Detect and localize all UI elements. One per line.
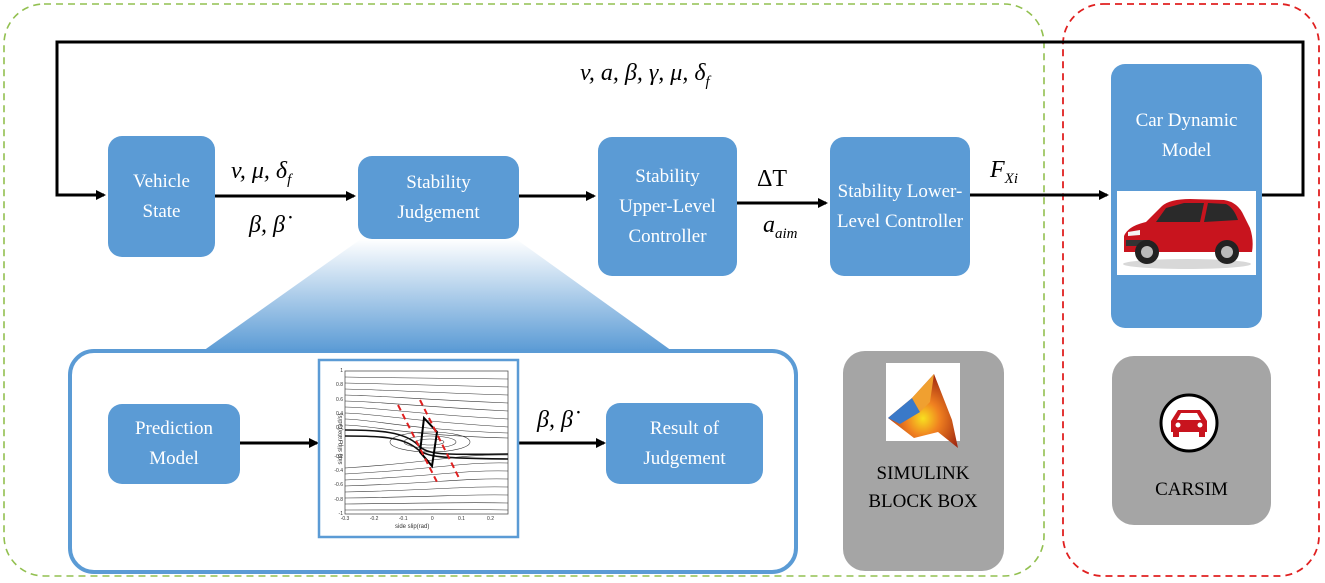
phase-plot-x-tick: 0.2	[487, 516, 494, 522]
phase-plot-y-tick: 0.4	[336, 410, 343, 417]
phase-plot-x-tick: -0.3	[340, 516, 350, 522]
result-of-judgement-label: Result of Judgement	[643, 417, 726, 469]
phase-plot-y-tick: -0.8	[334, 496, 343, 503]
result-of-judgement-block: Result of Judgement	[606, 403, 763, 484]
phase-plot-y-tick: 0	[340, 439, 343, 446]
stability-boundary-right	[419, 399, 461, 481]
carsim-label: CARSIM	[1155, 479, 1228, 500]
phase-plot-y-tick: -0.4	[334, 468, 343, 475]
zoom-fan	[203, 239, 672, 351]
a-aim-signal: aaim	[763, 212, 798, 242]
phase-plot-y-tick: 0.8	[336, 382, 343, 389]
phase-plot-y-tick: 0.2	[336, 425, 343, 432]
phase-plot-x-tick: 0.1	[457, 516, 465, 522]
phase-plot-y-tick: -0.2	[334, 453, 343, 460]
lower-level-controller-label: Stability Lower-Level Controller	[836, 180, 964, 232]
prediction-model-label: Prediction Model	[134, 418, 214, 469]
matlab-logo-bg	[886, 363, 960, 441]
judgement-output-signals: β, β̇	[537, 407, 573, 433]
car-dynamic-model-label: Car Dynamic Model	[1135, 110, 1238, 161]
state-output-signals-top: v, μ, δf	[231, 158, 292, 188]
upper-level-controller-label: Stability Upper-Level Controller	[619, 165, 716, 247]
phase-plot-x-label: side slip(rad)	[395, 524, 430, 530]
phase-plot-y-tick: -0.6	[334, 482, 343, 489]
lower-level-controller-block: Stability Lower-Level Controller	[830, 137, 970, 276]
state-output-signals-bottom: β, β̇	[249, 212, 285, 238]
phase-plot-x-tick: 0	[430, 516, 434, 522]
simulink-frame	[3, 3, 1045, 577]
phase-plot-y-tick: -1	[338, 511, 343, 517]
phase-plot-x-tick: -0.2	[369, 516, 379, 522]
feedback-signals: v, a, β, γ, μ, δf	[580, 60, 710, 90]
phase-plot-axes	[344, 370, 509, 515]
phase-plot-trajectories	[344, 376, 509, 511]
upper-level-controller-block: Stability Upper-Level Controller	[598, 137, 737, 276]
force-signal: FXi	[990, 157, 1019, 187]
simulink-label: SIMULINK BLOCK BOX	[868, 463, 978, 512]
phase-plot-y-tick: 0.6	[336, 396, 343, 403]
stability-judgement-label: Stability Judgement	[397, 171, 480, 223]
stability-judgement-block: Stability Judgement	[358, 156, 519, 239]
delta-t-signal: ΔT	[757, 166, 788, 192]
carsim-frame	[1062, 3, 1320, 577]
vehicle-state-block: Vehicle State	[108, 136, 215, 257]
car-image-panel	[1117, 191, 1256, 275]
phase-plot-y-tick: 1	[340, 368, 343, 374]
phase-plot-x-tick: -0.1	[398, 516, 408, 522]
prediction-model-block: Prediction Model	[108, 404, 240, 484]
feedback-loop-line	[55, 40, 1305, 200]
vehicle-state-label: Vehicle State	[133, 170, 190, 222]
stability-boundary-left	[397, 404, 439, 485]
